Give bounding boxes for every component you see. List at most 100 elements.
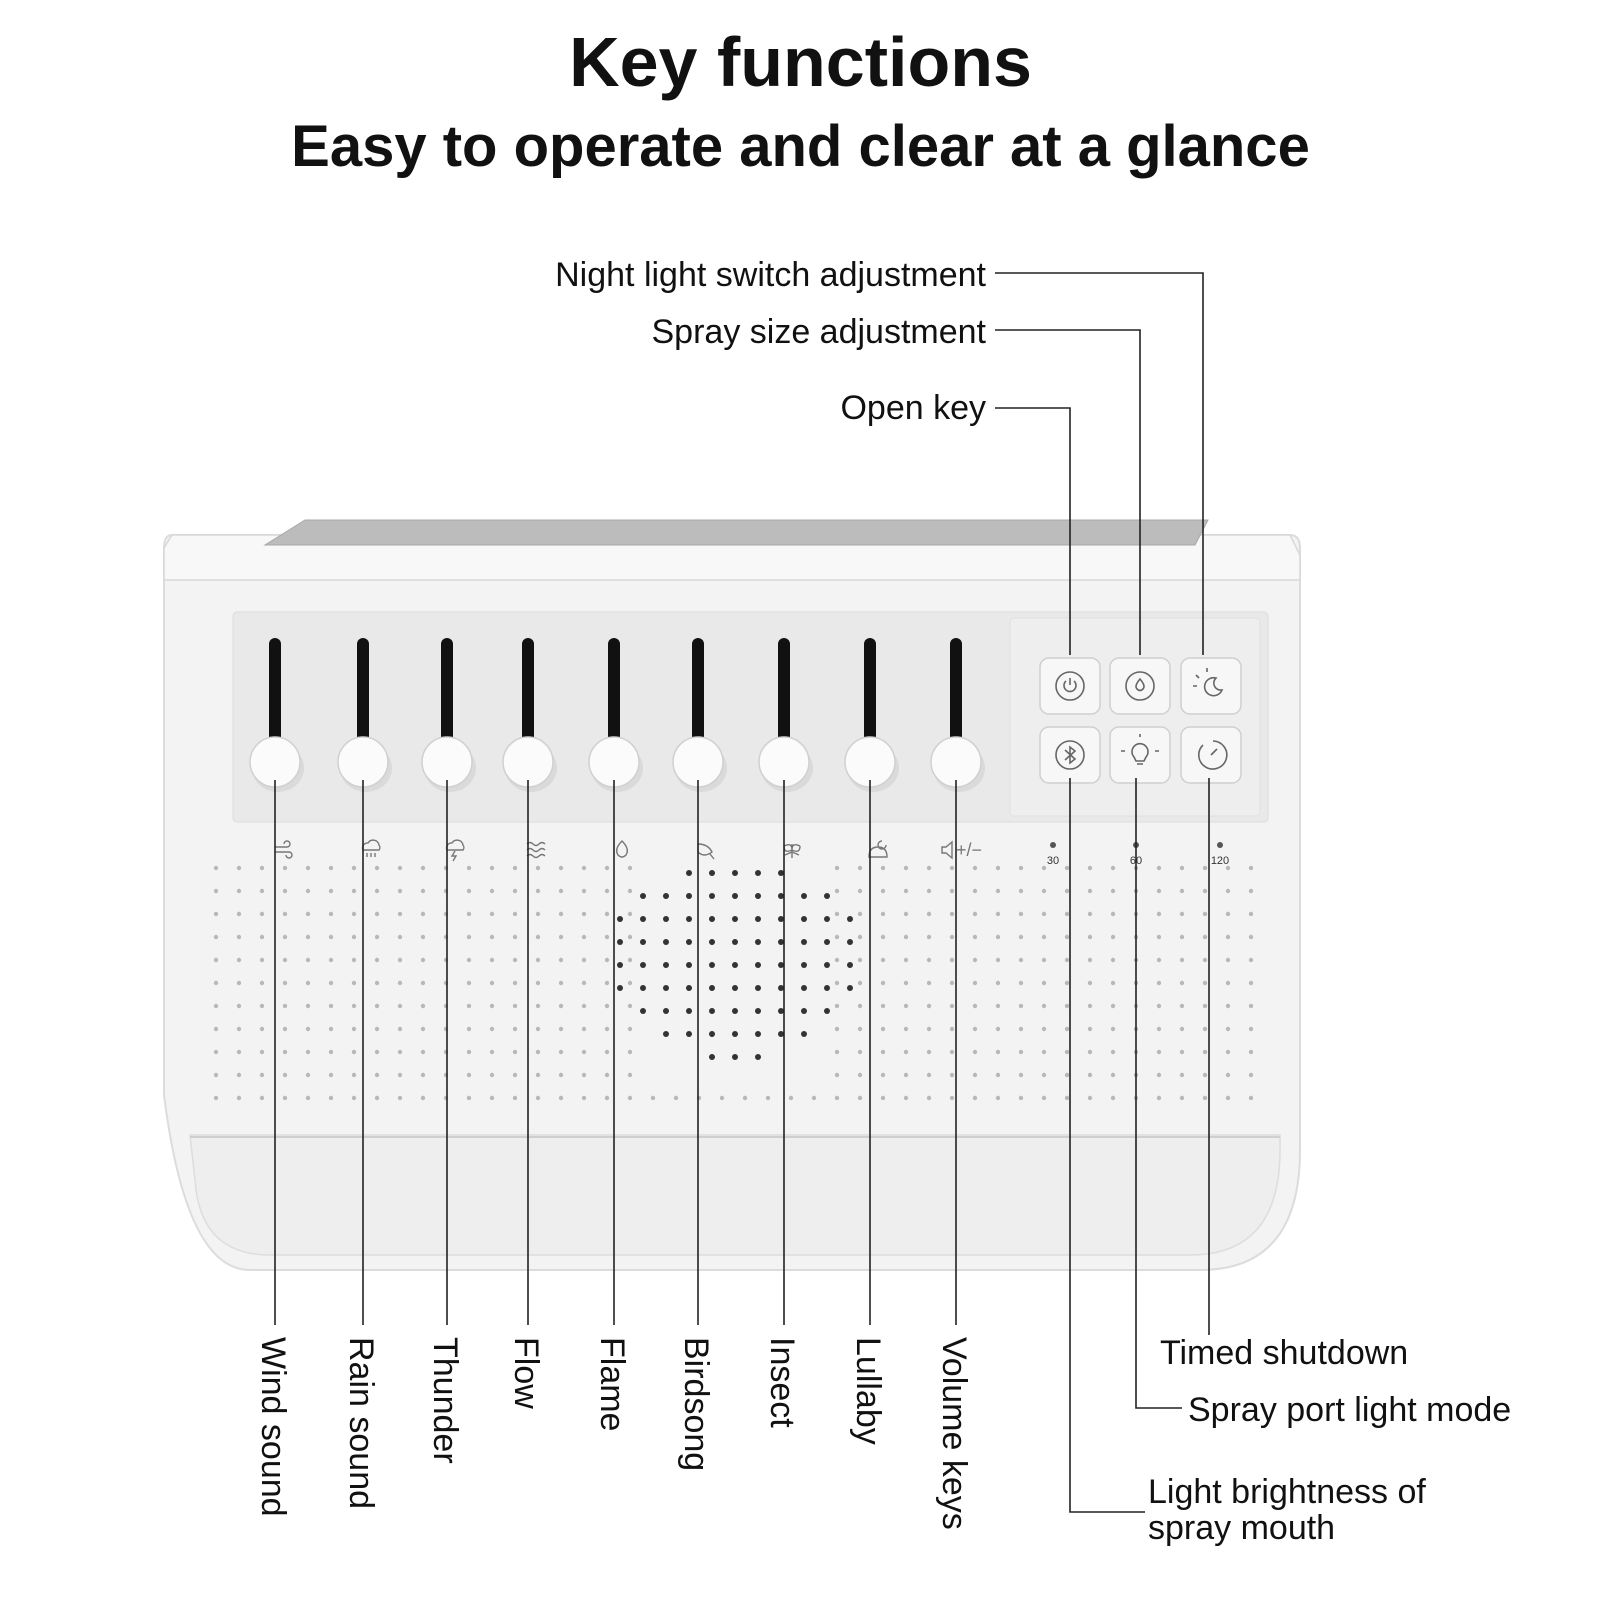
grille-hole	[972, 1026, 978, 1032]
grille-hole	[880, 865, 886, 871]
grille-hole	[420, 1049, 426, 1055]
spray-drop-icon	[1125, 671, 1155, 701]
speaker-hole	[824, 939, 830, 945]
grille-hole	[236, 1026, 242, 1032]
grille-hole	[1156, 865, 1162, 871]
label-volume-keys: Volume keys	[935, 1337, 973, 1530]
slider-knob[interactable]	[672, 736, 724, 788]
grille-hole	[1064, 957, 1070, 963]
grille-hole	[328, 1049, 334, 1055]
grille-hole	[949, 1072, 955, 1078]
grille-hole	[1248, 1095, 1254, 1101]
grille-hole	[1087, 1003, 1093, 1009]
slider-knob[interactable]	[930, 736, 982, 788]
grille-hole	[328, 957, 334, 963]
speaker-hole	[686, 962, 692, 968]
bulb-button[interactable]	[1109, 726, 1171, 784]
grille-hole	[213, 911, 219, 917]
slider-3[interactable]	[421, 638, 476, 792]
grille-hole	[834, 1003, 840, 1009]
grille-hole	[489, 888, 495, 894]
grille-hole	[213, 1026, 219, 1032]
power-button[interactable]	[1039, 657, 1101, 715]
slider-knob[interactable]	[337, 736, 389, 788]
device-lid	[163, 534, 1301, 581]
grille-hole	[1018, 980, 1024, 986]
speaker-hole	[686, 1031, 692, 1037]
timer-button[interactable]	[1180, 726, 1242, 784]
grille-hole	[1110, 1026, 1116, 1032]
grille-hole	[1202, 865, 1208, 871]
grille-hole	[604, 865, 610, 871]
slider-1[interactable]	[249, 638, 304, 792]
callout-night-light-switch: Night light switch adjustment	[555, 256, 986, 294]
grille-hole	[972, 934, 978, 940]
slider-8[interactable]	[844, 638, 899, 792]
bluetooth-button[interactable]	[1039, 726, 1101, 784]
page-title: Key functions	[569, 23, 1032, 101]
slider-9[interactable]	[930, 638, 985, 792]
label-rain-sound: Rain sound	[342, 1337, 380, 1510]
speaker-hole	[640, 962, 646, 968]
speaker-hole	[617, 962, 623, 968]
leader-spray-port-light	[1135, 778, 1182, 1409]
slider-5[interactable]	[588, 638, 643, 792]
grille-hole	[926, 911, 932, 917]
slider-knob[interactable]	[588, 736, 640, 788]
grille-hole	[1018, 1095, 1024, 1101]
grille-hole	[1179, 888, 1185, 894]
grille-hole	[604, 957, 610, 963]
grille-hole	[1225, 1049, 1231, 1055]
grille-hole	[213, 1095, 219, 1101]
grille-hole	[1225, 1095, 1231, 1101]
grille-hole	[1248, 957, 1254, 963]
slider-knob[interactable]	[502, 736, 554, 788]
grille-hole	[995, 1026, 1001, 1032]
grille-hole	[1179, 1072, 1185, 1078]
slider-knob[interactable]	[249, 736, 301, 788]
grille-hole	[351, 1026, 357, 1032]
slider-track	[692, 638, 704, 758]
grille-hole	[282, 980, 288, 986]
speaker-hole	[801, 939, 807, 945]
grille-hole	[489, 1072, 495, 1078]
grille-hole	[627, 865, 633, 871]
slider-knob[interactable]	[421, 736, 473, 788]
grille-hole	[972, 888, 978, 894]
grille-hole	[213, 1003, 219, 1009]
label-flow: Flow	[507, 1337, 545, 1409]
flow-icon	[526, 841, 546, 859]
grille-hole	[1087, 934, 1093, 940]
grille-hole	[236, 957, 242, 963]
night-light-button[interactable]	[1180, 657, 1242, 715]
grille-hole	[374, 957, 380, 963]
grille-hole	[880, 1095, 886, 1101]
spray-drop-button[interactable]	[1109, 657, 1171, 715]
grille-hole	[604, 1072, 610, 1078]
slider-knob[interactable]	[758, 736, 810, 788]
speaker-hole	[801, 916, 807, 922]
grille-hole	[558, 1095, 564, 1101]
speaker-hole	[732, 870, 738, 876]
slider-7[interactable]	[758, 638, 813, 792]
speaker-hole	[663, 893, 669, 899]
grille-hole	[1202, 957, 1208, 963]
speaker-hole	[640, 939, 646, 945]
slider-knob[interactable]	[844, 736, 896, 788]
button-face[interactable]	[1109, 657, 1171, 715]
grille-hole	[1202, 1003, 1208, 1009]
grille-hole	[903, 1003, 909, 1009]
slider-track	[864, 638, 876, 758]
slider-6[interactable]	[672, 638, 727, 792]
grille-hole	[535, 1049, 541, 1055]
speaker-hole	[709, 893, 715, 899]
grille-hole	[374, 1026, 380, 1032]
grille-hole	[351, 865, 357, 871]
grille-hole	[1110, 911, 1116, 917]
grille-hole	[1179, 1049, 1185, 1055]
grille-hole	[558, 934, 564, 940]
button-face[interactable]	[1039, 657, 1101, 715]
speaker-hole	[732, 962, 738, 968]
button-face[interactable]	[1180, 657, 1242, 715]
button-face[interactable]	[1109, 726, 1171, 784]
